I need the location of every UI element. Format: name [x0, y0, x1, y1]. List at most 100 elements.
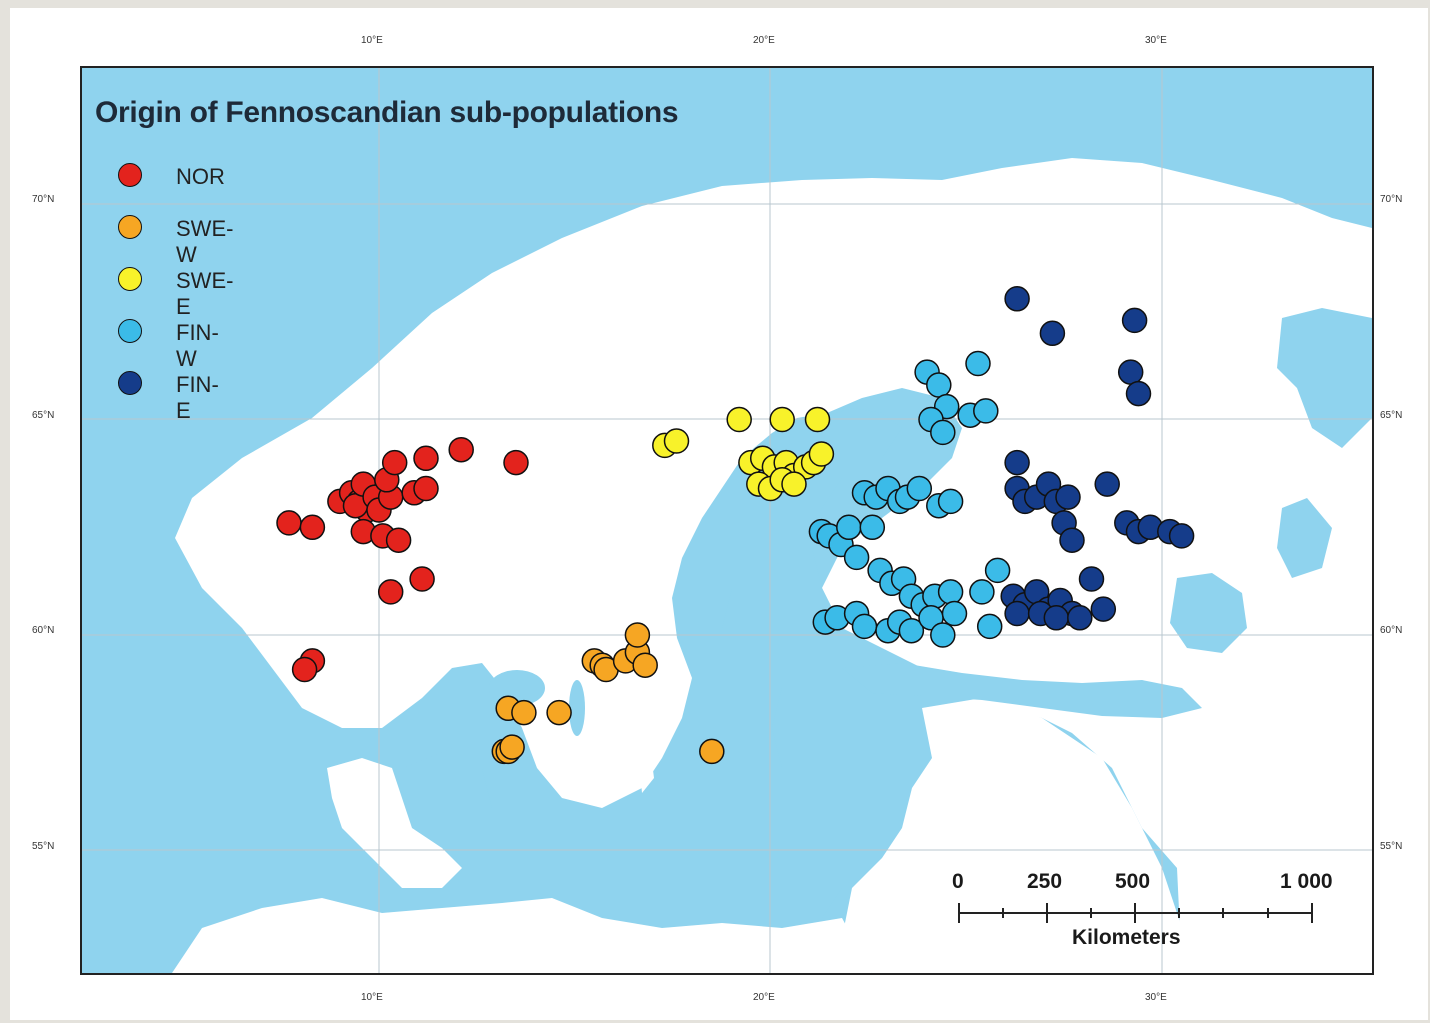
bottom-lon-label-20: 20°E [753, 992, 775, 1003]
top-lon-label-20: 20°E [753, 35, 775, 46]
sample-point-nor [299, 514, 326, 541]
sample-point-swe-w [632, 652, 658, 678]
scale-label-250: 250 [1027, 870, 1063, 893]
graticule [82, 68, 1372, 973]
sample-point-nor [448, 436, 474, 463]
water-gulf-of-finland [842, 663, 1202, 718]
sample-point-fin-e [1043, 605, 1070, 631]
legend-swatch-fin-e [118, 371, 142, 395]
sample-point-fin-w [937, 579, 964, 605]
sample-point-fin-e [1004, 286, 1030, 312]
water-gulf-of-bothnia [692, 408, 902, 918]
sample-point-swe-e [726, 406, 752, 433]
sample-point-fin-w [984, 557, 1011, 584]
sample-point-swe-w [511, 699, 537, 726]
sample-point-nor [381, 449, 408, 476]
figure-page: 10°E 20°E 30°E 10°E 20°E 30°E 70°N 65°N … [10, 8, 1428, 1020]
sample-point-fin-w [930, 419, 956, 446]
sample-point-fin-e [1004, 449, 1030, 476]
sample-point-swe-w [699, 738, 725, 765]
sample-point-swe-e [804, 406, 831, 433]
sample-point-fin-w [976, 613, 1003, 640]
legend-label-fin-e: FIN-E [176, 372, 219, 423]
sample-point-fin-w [906, 475, 933, 502]
top-lon-label-30: 30°E [1145, 35, 1167, 46]
legend-label-nor: NOR [176, 164, 225, 189]
water-kattegat [402, 748, 492, 848]
legend-swatch-swe-w [118, 215, 142, 239]
water-lake-vattern [569, 680, 585, 736]
sample-point-swe-w [624, 622, 651, 648]
sample-point-fin-e [1039, 320, 1066, 347]
sample-point-fin-w [926, 372, 952, 398]
points-layer [276, 286, 1195, 765]
sample-point-nor [413, 475, 439, 502]
sample-point-fin-e [1055, 484, 1081, 510]
left-lat-label-55: 55°N [32, 841, 55, 852]
sample-point-fin-w [851, 613, 878, 640]
sample-point-swe-e [781, 471, 807, 497]
sample-point-fin-w [969, 579, 995, 605]
land-oland [637, 723, 654, 793]
sample-point-swe-e [769, 406, 795, 433]
legend-label-swe-e: SWE-E [176, 268, 234, 319]
sample-point-fin-w [941, 600, 968, 627]
sample-point-swe-e [808, 441, 835, 467]
water-lake-onega [1277, 498, 1332, 578]
scale-label-0: 0 [952, 870, 964, 893]
sample-point-swe-e [663, 428, 690, 454]
sample-point-fin-e [1168, 523, 1195, 549]
water-lake-ladoga [1170, 573, 1247, 653]
scale-bar [958, 903, 1313, 923]
sample-point-fin-e [1121, 307, 1148, 334]
sample-point-fin-w [937, 488, 964, 515]
map-canvas [82, 68, 1372, 973]
sample-point-fin-e [1059, 527, 1085, 553]
sample-point-fin-e [1004, 600, 1030, 627]
legend-label-fin-w: FIN-W [176, 320, 219, 371]
sample-point-fin-w [859, 514, 886, 541]
left-lat-label-70: 70°N [32, 194, 55, 205]
sample-point-fin-e [1078, 566, 1105, 592]
right-lat-label-70: 70°N [1380, 194, 1403, 205]
sample-point-fin-e [1067, 605, 1093, 631]
legend-swatch-nor [118, 163, 142, 187]
sample-point-fin-e [1090, 596, 1117, 622]
sample-point-swe-w [499, 734, 525, 760]
map-frame: Origin of Fennoscandian sub-populations … [80, 66, 1374, 975]
sample-point-fin-e [1094, 471, 1120, 497]
legend-swatch-swe-e [118, 267, 142, 291]
sample-point-fin-w [843, 544, 870, 571]
right-lat-label-55: 55°N [1380, 841, 1403, 852]
sample-point-nor [385, 527, 412, 553]
bottom-lon-label-10: 10°E [361, 992, 383, 1003]
sample-point-nor [413, 445, 439, 472]
scale-label-500: 500 [1115, 870, 1151, 893]
water-white-sea [1277, 308, 1372, 448]
sample-point-nor [377, 579, 404, 605]
sample-point-fin-w [898, 617, 925, 644]
right-lat-label-65: 65°N [1380, 410, 1403, 421]
land-baltic-states [842, 698, 1182, 973]
sample-point-fin-e [1117, 359, 1144, 385]
water-layer [402, 308, 1372, 918]
top-lon-label-10: 10°E [361, 35, 383, 46]
land-europe-south [172, 898, 872, 973]
land-denmark [327, 758, 462, 888]
legend-label-swe-w: SWE-W [176, 216, 234, 267]
land-fennoscandia [175, 158, 1372, 973]
map-title: Origin of Fennoscandian sub-populations [95, 96, 679, 129]
sample-point-fin-w [930, 622, 956, 648]
sample-point-nor [503, 449, 529, 476]
sample-point-nor [291, 656, 318, 683]
sample-point-swe-w [546, 699, 572, 726]
right-lat-label-60: 60°N [1380, 625, 1403, 636]
sample-point-fin-w [973, 398, 999, 424]
left-lat-label-65: 65°N [32, 410, 55, 421]
sample-point-nor [409, 566, 435, 592]
sample-point-nor [276, 510, 302, 536]
legend-swatch-fin-w [118, 319, 142, 343]
sample-point-fin-w [836, 514, 862, 541]
bottom-lon-label-30: 30°E [1145, 992, 1167, 1003]
scale-unit-label: Kilometers [1072, 926, 1181, 949]
